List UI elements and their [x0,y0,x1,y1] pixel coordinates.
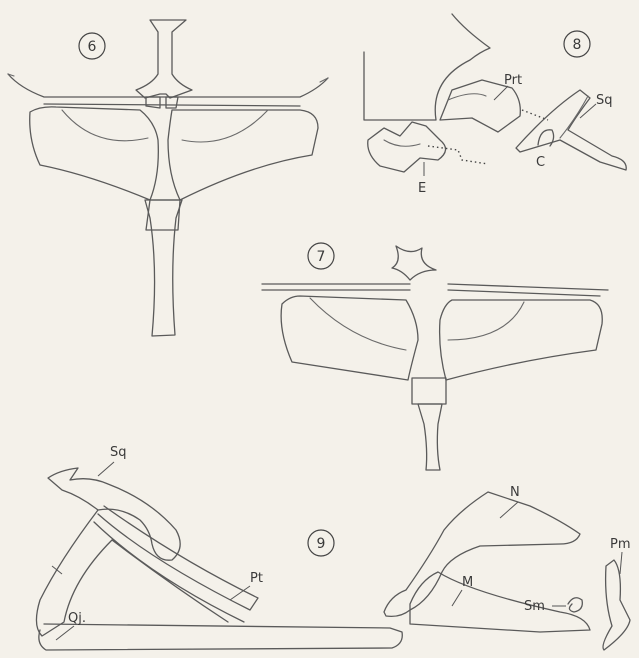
fig7-lower-stalk [418,404,442,470]
fig6-lower-stalk [145,200,182,336]
fig8-prootic-ridge [448,94,486,100]
fig9-m-leader [452,590,462,606]
figure-7: 7 [262,243,608,470]
fig6-central-knob [146,97,178,108]
figure-8-number: 8 [573,37,582,53]
fig9-septomaxilla [568,598,582,612]
figure-7-number: 7 [317,249,326,265]
fig9-label-pt: Pt [250,571,263,586]
figure-9-number: 9 [317,536,326,552]
fig6-bar-ends [8,74,328,82]
fig6-left-wing [30,107,159,200]
fig9-label-pm: Pm [610,537,631,552]
fig7-right-wing-ridge [448,302,524,340]
fig6-right-wing [168,110,318,200]
figure-6: 6 [8,20,328,336]
fig9-n-leader [500,502,518,518]
fig8-dotted-outline [428,146,488,164]
fig7-transverse-bar [262,284,608,296]
fig8-label-prt: Prt [504,73,522,88]
fig9-pm-leader [620,552,622,574]
fig8-braincase-block [364,14,490,120]
fig6-top-process [136,20,192,98]
fig9-label-sm: Sm [524,599,545,614]
fig8-columella [538,130,554,146]
fig6-left-wing-ridge [62,110,148,141]
fig8-ethmoid-ridge [384,140,420,146]
fig6-right-wing-ridge [182,110,268,142]
fig9-label-n: N [510,485,520,500]
figure-6-number: 6 [88,39,97,55]
fig8-prt-leader [494,86,508,100]
fig8-label-e: E [418,181,426,196]
fig9-quadratojugal [39,624,402,650]
fig9-qj-leader [56,626,74,640]
fig9-sq-leader [98,462,114,476]
fig7-central-column [412,378,446,404]
fig7-right-wing [440,300,603,380]
figure-9: 9 Sq Pt Qj. N M Sm Pm [36,445,630,650]
fig7-top-cap [392,246,436,280]
fig9-quadrate-mark [52,566,62,574]
fig9-label-qj: Qj. [68,611,86,626]
fig8-label-sq: Sq [596,93,613,108]
fig9-label-m: M [462,575,473,590]
fig9-label-sq: Sq [110,445,127,460]
fig9-premaxilla [603,560,630,650]
fig8-label-c: C [536,155,545,170]
fig9-pterygoid [94,506,258,622]
figure-8: 8 Prt Sq C E [364,14,626,196]
fig7-left-wing-ridge [310,298,406,350]
fig7-left-wing [281,296,418,380]
fig9-squamosal [48,468,180,560]
fig6-transverse-bar [8,74,328,106]
